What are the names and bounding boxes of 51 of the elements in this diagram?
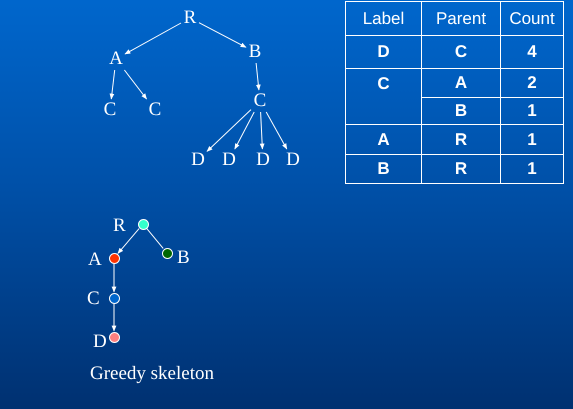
table-value: B <box>454 101 468 121</box>
arrow <box>112 264 116 293</box>
table-value: C <box>377 74 390 94</box>
table-value: C <box>454 42 468 62</box>
node-label: B <box>247 42 263 62</box>
table-value: R <box>454 159 468 179</box>
node-label: D <box>221 150 237 170</box>
table-value: 4 <box>527 42 537 62</box>
node-label: R <box>113 216 126 236</box>
node-label: A <box>88 250 102 270</box>
node-label: A <box>108 49 124 69</box>
table-value: 1 <box>527 130 537 150</box>
circle-node <box>108 292 120 304</box>
table-value: A <box>454 73 468 93</box>
arrow <box>124 22 182 54</box>
arrow <box>260 112 265 150</box>
arrow <box>110 70 116 100</box>
arrow <box>117 228 140 254</box>
connector-line <box>146 228 164 249</box>
node-label: R <box>182 8 198 28</box>
node-label: C <box>102 100 118 120</box>
circle-node <box>162 248 172 258</box>
circle-node <box>108 332 120 342</box>
column-header: Label <box>362 8 404 28</box>
table-value: 1 <box>527 159 537 179</box>
node-label: D <box>255 150 271 170</box>
table-value: D <box>377 42 390 62</box>
node-label: C <box>147 100 163 120</box>
node-label: D <box>190 150 206 170</box>
node-label: C <box>252 91 268 111</box>
table-value: A <box>377 130 390 150</box>
circle-node <box>108 252 120 264</box>
table-value: B <box>377 159 390 179</box>
arrow <box>124 70 148 100</box>
column-header: Parent <box>436 8 486 28</box>
node-label: D <box>93 332 107 352</box>
table-value: 2 <box>527 73 537 93</box>
arrow <box>206 109 252 152</box>
caption: Greedy skeleton <box>90 363 214 385</box>
arrow <box>266 112 288 150</box>
table-value: 1 <box>527 101 537 121</box>
node-label: C <box>87 289 100 309</box>
column-header: Count <box>509 8 555 28</box>
circle-node <box>138 218 148 230</box>
arrow <box>256 62 261 91</box>
arrow <box>198 22 247 48</box>
node-label: B <box>177 248 190 268</box>
arrow <box>112 304 116 332</box>
table-value: R <box>454 130 468 150</box>
arrow <box>234 112 255 150</box>
node-label: D <box>285 150 301 170</box>
